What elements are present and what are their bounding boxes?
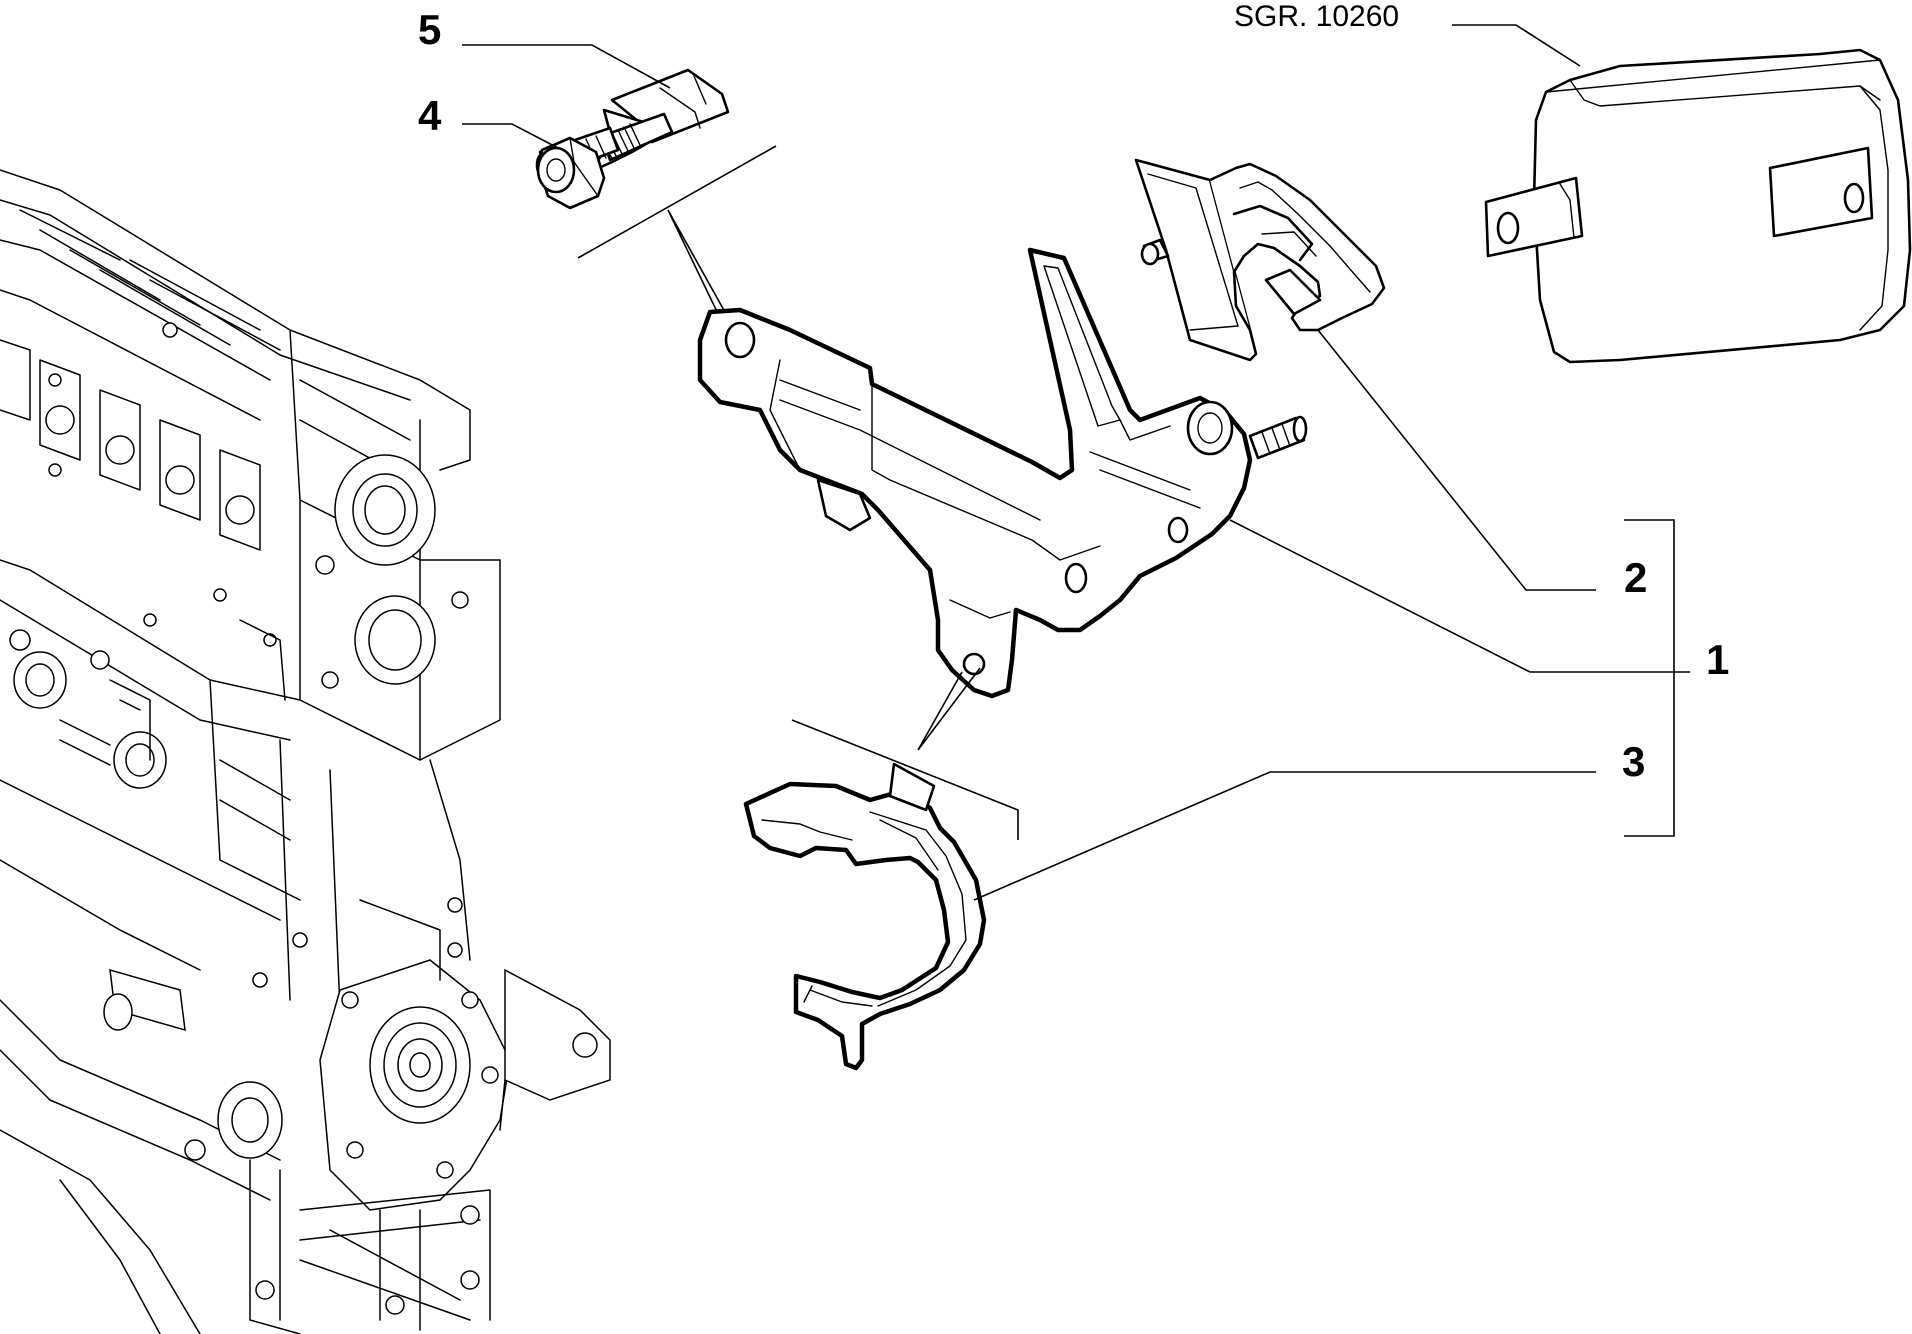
nut-part-4	[536, 136, 606, 210]
rubber-mount-part-2	[1134, 158, 1386, 362]
reference-label: SGR. 10260	[1234, 0, 1399, 33]
callout-labels: 5 4 SGR. 10260 2 1 3	[418, 0, 1729, 785]
reference-assembly-sgr	[1484, 48, 1912, 364]
callout-3: 3	[1622, 738, 1645, 785]
strap-clip-part-3	[743, 762, 987, 1071]
engine-block-drawing	[0, 169, 611, 1334]
callout-leaders	[462, 24, 1690, 901]
bracket-assembly-lines	[791, 667, 1019, 840]
callout-5: 5	[418, 6, 441, 53]
support-bracket-part-1	[697, 247, 1308, 699]
bolt-assembly-bracket	[577, 145, 777, 331]
callout-4: 4	[418, 92, 442, 139]
callout-2: 2	[1624, 554, 1647, 601]
callout-1: 1	[1706, 636, 1729, 683]
